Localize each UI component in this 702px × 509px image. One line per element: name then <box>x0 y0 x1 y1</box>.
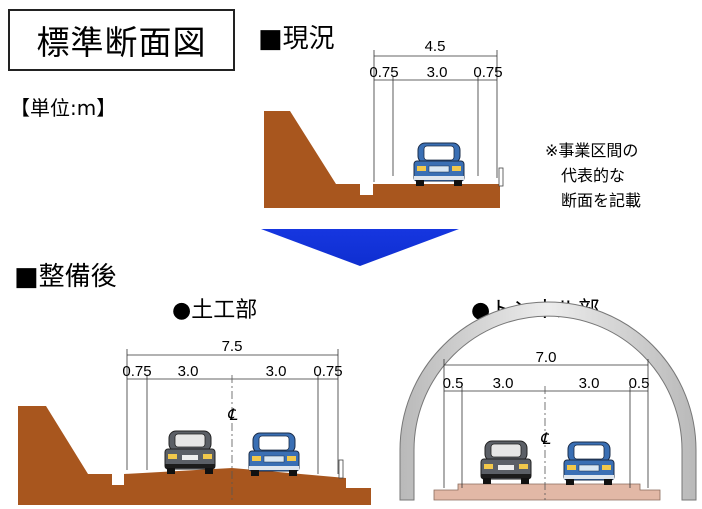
earthwork-total-width: 7.5 <box>222 338 243 355</box>
earthwork-section: 7.5 0.75 3.0 3.0 0.75 ℄ <box>18 338 371 505</box>
earthwork-centerline-symbol: ℄ <box>227 407 238 424</box>
earthwork-dimensions <box>126 349 339 474</box>
current-guard-post <box>498 167 504 187</box>
current-ground <box>264 111 500 208</box>
earthwork-width-4: 0.75 <box>313 363 342 380</box>
note-line-2: 代表的な <box>561 166 626 185</box>
tunnel-pavement <box>433 483 661 501</box>
current-width-right: 0.75 <box>473 64 502 81</box>
current-width-left: 0.75 <box>369 64 398 81</box>
current-car <box>413 142 465 187</box>
unit-label: 【単位:m】 <box>10 96 117 120</box>
tunnel-lining <box>399 301 697 501</box>
current-total-width: 4.5 <box>425 38 446 55</box>
tunnel-dimensions <box>443 359 649 488</box>
earthwork-car-gray <box>164 430 216 475</box>
tunnel-car-gray <box>480 440 532 485</box>
tunnel-width-3: 3.0 <box>579 375 600 392</box>
earthwork-label: ●土工部 <box>172 298 258 323</box>
diagram-title: 標準断面図 <box>8 9 235 71</box>
note-line-3: 断面を記載 <box>561 191 642 210</box>
earthwork-width-2: 3.0 <box>178 363 199 380</box>
current-section: 4.5 0.75 3.0 0.75 <box>264 38 504 208</box>
earthwork-width-1: 0.75 <box>122 363 151 380</box>
down-arrow <box>261 229 459 266</box>
tunnel-section: 7.0 0.5 3.0 3.0 0.5 ℄ <box>399 301 697 501</box>
tunnel-car-blue <box>563 441 615 486</box>
current-dimensions <box>373 50 498 182</box>
after-heading: ■整備後 <box>14 262 117 292</box>
tunnel-total-width: 7.0 <box>536 349 557 366</box>
title-text: 標準断面図 <box>36 23 207 62</box>
earthwork-guard-post <box>338 459 344 479</box>
tunnel-centerline-symbol: ℄ <box>540 431 551 448</box>
current-heading: ■現況 <box>258 24 335 54</box>
note-text: ※事業区間の 代表的な 断面を記載 <box>545 138 641 213</box>
tunnel-width-4: 0.5 <box>629 375 650 392</box>
tunnel-width-2: 3.0 <box>493 375 514 392</box>
tunnel-width-1: 0.5 <box>443 375 464 392</box>
earthwork-ground <box>18 406 371 505</box>
earthwork-car-blue <box>248 432 300 477</box>
earthwork-width-3: 3.0 <box>266 363 287 380</box>
note-line-1: ※事業区間の <box>545 141 639 160</box>
current-width-lane: 3.0 <box>427 64 448 81</box>
